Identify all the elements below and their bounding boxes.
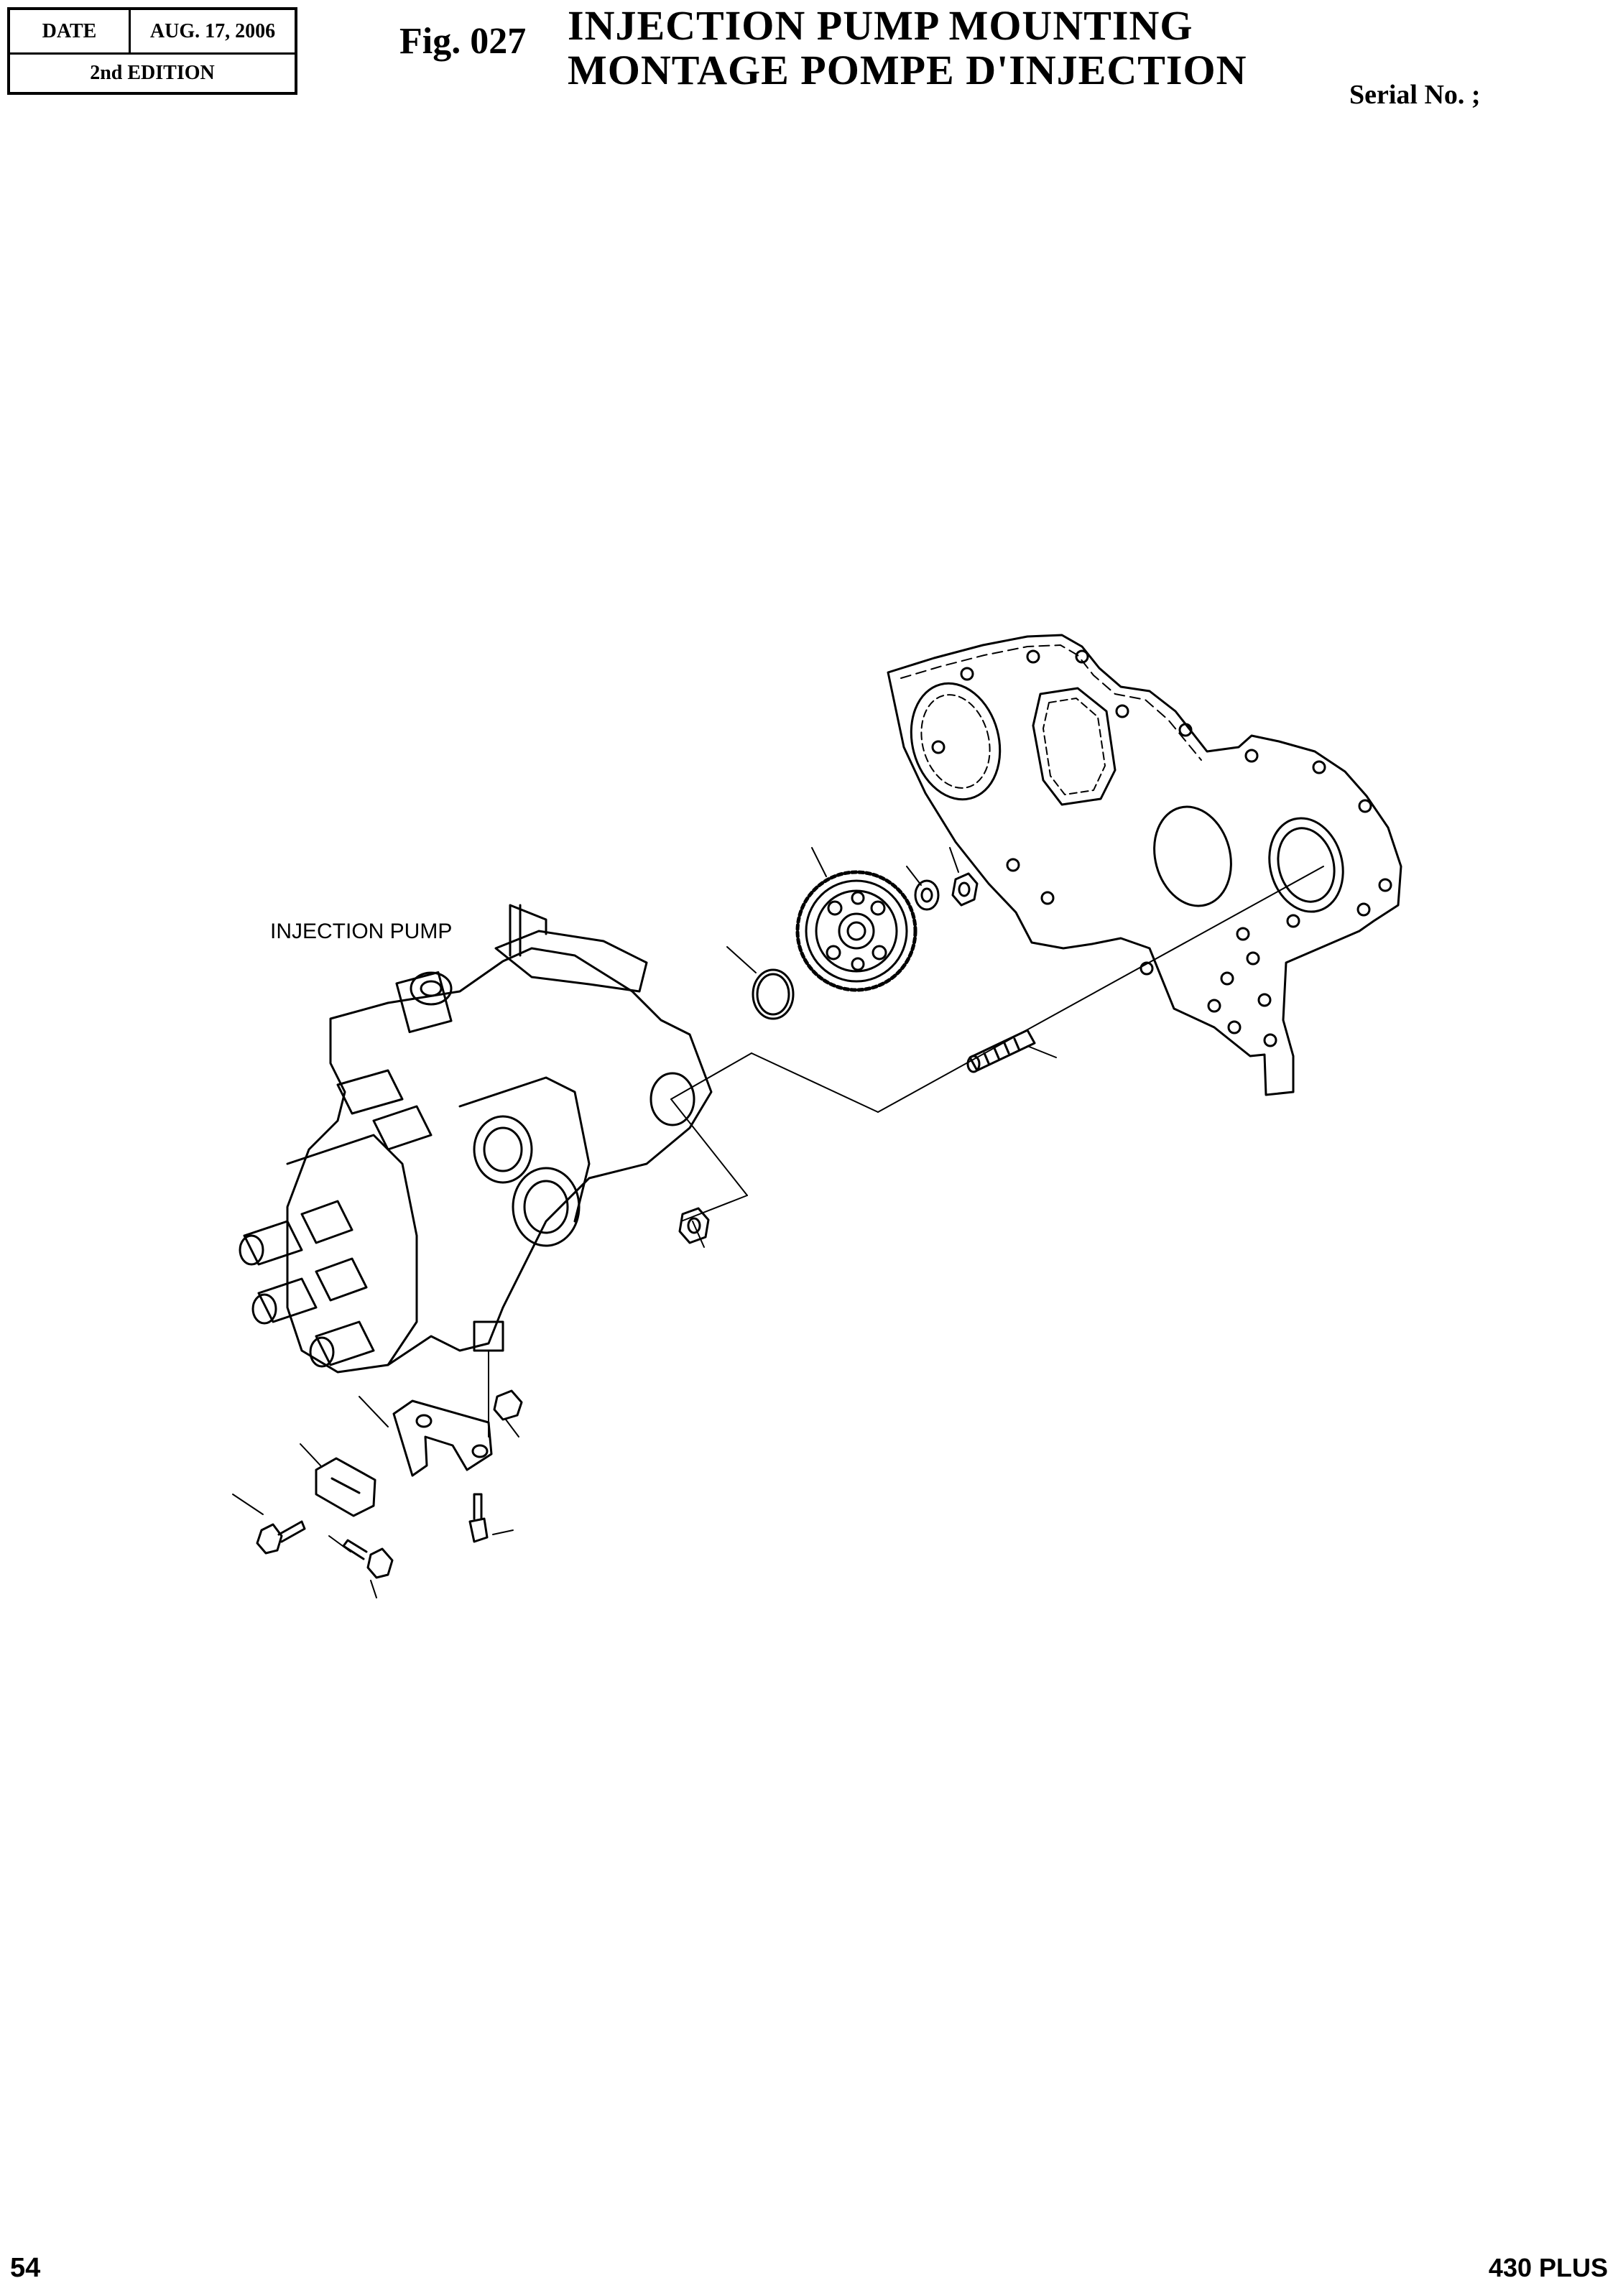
o-ring-inner: [756, 973, 790, 1016]
stud-bolt: [966, 1029, 1036, 1073]
leader-lines: [232, 847, 1324, 1598]
serial-number-label: Serial No. ;: [1349, 80, 1481, 110]
pump-nut: [678, 1207, 710, 1244]
bolt-1: [256, 1520, 306, 1555]
pump-drive-gear: [795, 870, 917, 992]
small-nut: [493, 1389, 523, 1421]
model-name: 430 PLUS: [1488, 2253, 1608, 2282]
header-date-row: DATE AUG. 17, 2006: [10, 10, 295, 55]
gear-nut: [951, 872, 979, 907]
injection-pump-label: INJECTION PUMP: [270, 920, 453, 943]
figure-number: Fig. 027: [399, 21, 527, 62]
page-title-english: INJECTION PUMP MOUNTING: [568, 2, 1193, 49]
bolt-2: [342, 1539, 394, 1579]
o-ring: [752, 968, 795, 1020]
header-info-box: DATE AUG. 17, 2006 2nd EDITION: [7, 7, 297, 95]
gear-washer: [914, 879, 940, 911]
injection-pump: [239, 904, 713, 1438]
page-title-french: MONTAGE POMPE D'INJECTION: [568, 47, 1247, 93]
date-label: DATE: [10, 10, 131, 52]
gear-case-plate: [887, 634, 1402, 1096]
delivery-valves: [239, 1200, 375, 1368]
bracket-plate: [315, 1457, 376, 1517]
date-value: AUG. 17, 2006: [149, 19, 276, 42]
edition-label: 2nd EDITION: [90, 62, 215, 84]
page-number: 54: [10, 2253, 41, 2283]
support-bracket: [392, 1399, 493, 1477]
bolt-3: [468, 1493, 489, 1543]
